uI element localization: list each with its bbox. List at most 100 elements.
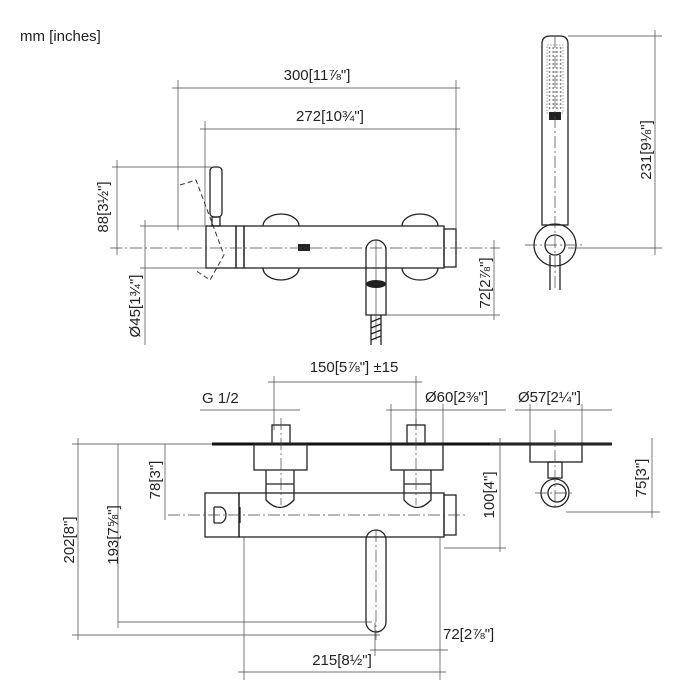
body-marker xyxy=(298,244,310,251)
spray-nozzle xyxy=(556,63,558,65)
dim-holder-projection: 75[3"] xyxy=(633,459,650,498)
dim-hand-shower-length: 231[9⅛"] xyxy=(638,120,655,180)
spray-nozzle xyxy=(559,87,562,89)
spray-nozzle xyxy=(559,107,562,109)
spray-nozzle xyxy=(552,47,555,49)
spray-nozzle xyxy=(552,71,555,73)
escutcheons xyxy=(262,213,439,281)
spray-nozzle xyxy=(556,91,558,93)
dim-wall-to-axis: 78[3"] xyxy=(147,461,164,500)
mixer-body xyxy=(243,225,445,269)
front-spout xyxy=(365,529,387,633)
spray-nozzle xyxy=(548,63,551,65)
units-label: mm [inches] xyxy=(20,28,101,45)
spray-nozzle xyxy=(556,99,558,101)
shower-hose xyxy=(549,255,561,290)
dim-axis-to-spout: 215[8½"] xyxy=(312,652,372,669)
holder-escutcheon xyxy=(529,443,583,463)
spray-nozzle xyxy=(548,79,551,81)
spout xyxy=(365,239,387,316)
spray-nozzle xyxy=(548,107,551,109)
spray-nozzle xyxy=(548,95,551,97)
dim-escutcheon-diameter: Ø60[2⅜"] xyxy=(425,389,488,406)
spray-nozzle xyxy=(548,67,551,69)
spray-nozzle xyxy=(559,71,562,73)
spray-nozzle xyxy=(559,83,562,85)
dim-total-projection: 202[8"] xyxy=(61,516,78,563)
spray-nozzle xyxy=(556,55,558,57)
spray-nozzle xyxy=(548,71,551,73)
mixer-front-view: 150[5⅞"] ±15 G 1/2 Ø60[2⅜"] Ø57[2¼"] 202… xyxy=(61,359,660,680)
spray-nozzle xyxy=(552,95,555,97)
spray-nozzle xyxy=(556,79,558,81)
mixer-ring xyxy=(235,225,245,269)
spray-nozzle xyxy=(556,75,558,77)
left-escutcheon xyxy=(253,443,308,471)
spray-nozzle xyxy=(548,91,551,93)
spray-nozzle xyxy=(556,103,558,105)
spray-nozzle xyxy=(552,75,555,77)
right-escutcheon xyxy=(390,443,444,471)
dim-holder-diameter: Ø57[2¼"] xyxy=(518,389,581,406)
dim-spout-projection: 193[7⅝"] xyxy=(105,505,122,565)
spray-nozzle xyxy=(559,95,562,97)
spray-nozzle xyxy=(556,95,558,97)
hand-shower-view: 231[9⅛"] xyxy=(525,30,662,290)
spray-nozzle xyxy=(552,79,555,81)
lever-swing-outline xyxy=(179,179,225,281)
spray-nozzle xyxy=(548,47,551,49)
spray-nozzle xyxy=(556,47,558,49)
spray-face xyxy=(546,44,564,114)
spray-nozzle xyxy=(552,103,555,105)
dim-spout-drop: 72[2⅞"] xyxy=(477,257,494,308)
spray-nozzle xyxy=(548,75,551,77)
right-neck xyxy=(403,470,432,509)
lever-handle xyxy=(209,166,223,218)
spray-nozzle xyxy=(556,107,558,109)
hand-shower xyxy=(541,35,569,226)
dim-handle-height: 88[3½"] xyxy=(95,181,112,232)
spray-nozzle xyxy=(548,59,551,61)
spray-nozzle xyxy=(559,63,562,65)
spray-nozzle xyxy=(559,51,562,53)
spray-nozzle xyxy=(559,91,562,93)
spray-nozzle xyxy=(548,103,551,105)
spray-nozzle xyxy=(559,103,562,105)
spout-outlet xyxy=(366,280,386,288)
spray-nozzle xyxy=(552,67,555,69)
spray-nozzle xyxy=(559,47,562,49)
spray-nozzle xyxy=(559,75,562,77)
spray-nozzle xyxy=(552,63,555,65)
dim-overall-width: 300[11⅞"] xyxy=(284,67,351,84)
spray-nozzle xyxy=(556,51,558,53)
spray-nozzle xyxy=(559,99,562,101)
thread-label: G 1/2 xyxy=(202,390,239,407)
spray-nozzle xyxy=(556,71,558,73)
spray-nozzle xyxy=(556,67,558,69)
spray-nozzle xyxy=(552,83,555,85)
dim-body-front: 100[4"] xyxy=(481,471,498,518)
spray-nozzle xyxy=(559,59,562,61)
dim-body-diameter: Ø45[1¾"] xyxy=(127,275,144,338)
spray-nozzle xyxy=(559,55,562,57)
spray-nozzle xyxy=(552,51,555,53)
spray-nozzle xyxy=(548,51,551,53)
spray-nozzle xyxy=(548,83,551,85)
dim-body-width: 272[10¾"] xyxy=(296,108,364,125)
dim-center-distance: 150[5⅞"] ±15 xyxy=(310,359,399,376)
spray-nozzle xyxy=(552,59,555,61)
mixer-top-view: 300[11⅞"] 272[10¾"] 88[3½"] Ø45[1¾"] 72[… xyxy=(95,67,500,345)
dim-spout-offset: 72[2⅞"] xyxy=(443,626,494,643)
left-neck xyxy=(265,470,295,509)
spray-nozzle xyxy=(556,87,558,89)
spray-nozzle xyxy=(552,91,555,93)
spray-nozzle xyxy=(552,87,555,89)
hose-connector xyxy=(370,315,382,345)
spray-nozzle xyxy=(548,99,551,101)
spray-nozzle xyxy=(556,59,558,61)
spray-nozzle xyxy=(548,55,551,57)
spray-nozzle xyxy=(552,55,555,57)
spray-nozzle xyxy=(548,87,551,89)
spray-nozzle xyxy=(552,99,555,101)
